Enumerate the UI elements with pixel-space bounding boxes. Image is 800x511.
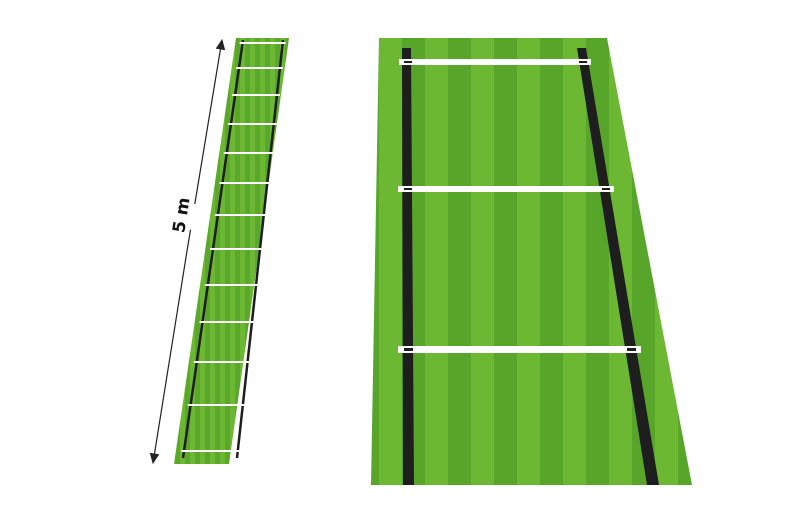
ladder-rung — [398, 186, 614, 192]
closeup-ladder — [371, 38, 692, 485]
ladder-rung — [399, 59, 591, 65]
ladder-rail-left — [402, 48, 414, 485]
grass-strip — [174, 38, 289, 464]
small-ladder — [174, 38, 289, 464]
grass-closeup — [371, 38, 692, 485]
length-dimension-arrow-lower — [149, 250, 188, 465]
ladder-rung — [398, 346, 641, 353]
ladder-rail-right — [577, 48, 659, 485]
